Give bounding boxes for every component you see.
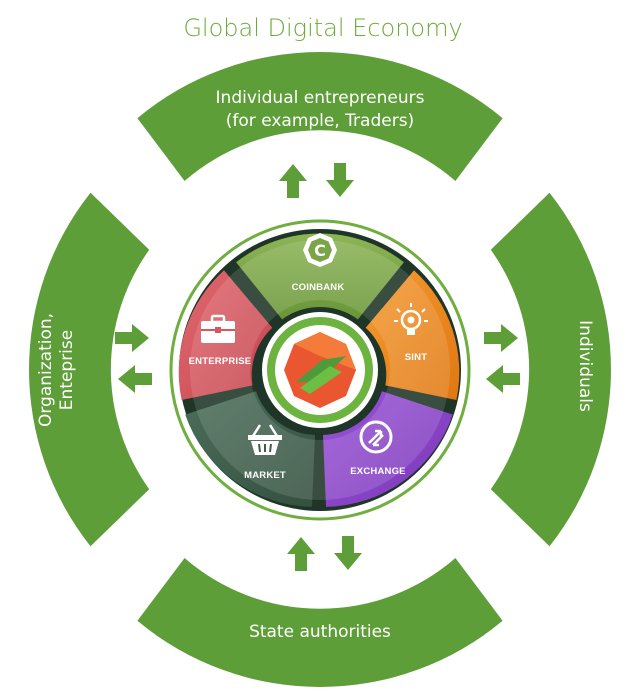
segment-coinbank[interactable] bbox=[236, 233, 404, 320]
coin-c-icon: C bbox=[303, 233, 337, 267]
band-top bbox=[137, 52, 503, 182]
shopping-basket-icon bbox=[248, 424, 282, 455]
central-wheel: C COINBANK SINT EXCHANGE bbox=[162, 212, 478, 528]
arrows-left bbox=[115, 324, 152, 393]
band-bottom bbox=[137, 558, 503, 687]
arrows-right bbox=[484, 324, 520, 393]
exchange-arrows-icon bbox=[359, 420, 393, 454]
svg-text:C: C bbox=[314, 241, 326, 260]
segment-exchange[interactable] bbox=[323, 391, 453, 507]
inner-shade-ring bbox=[190, 240, 450, 500]
band-right-label: Individuals bbox=[575, 320, 595, 412]
arrows-bottom bbox=[287, 536, 362, 571]
segment-sint[interactable] bbox=[365, 270, 460, 400]
band-top-line2: (for example, Traders) bbox=[226, 111, 414, 131]
band-left-line1: Organization, bbox=[36, 313, 56, 427]
arrow-right-icon bbox=[484, 324, 518, 352]
arrow-down-icon bbox=[326, 163, 354, 197]
briefcase-icon bbox=[201, 314, 235, 343]
diagram-title: Global Digital Economy bbox=[183, 14, 462, 42]
segment-market-label: MARKET bbox=[244, 470, 286, 481]
arrow-right-icon bbox=[115, 324, 149, 352]
segment-exchange-label: EXCHANGE bbox=[350, 466, 405, 477]
arrow-left-icon bbox=[118, 365, 152, 393]
arrow-down-icon bbox=[334, 536, 362, 570]
band-left-line2: Enteprise bbox=[57, 330, 77, 410]
segment-coinbank-label: COINBANK bbox=[292, 282, 345, 293]
band-left bbox=[29, 192, 150, 547]
s-logo-icon bbox=[284, 332, 356, 408]
arrow-up-icon bbox=[279, 164, 307, 198]
arrows-top bbox=[279, 163, 354, 198]
arrow-left-icon bbox=[486, 365, 520, 393]
arrow-up-icon bbox=[287, 537, 315, 571]
band-top-line1: Individual entrepreneurs bbox=[216, 88, 425, 108]
band-bottom-label: State authorities bbox=[249, 622, 391, 642]
lightbulb-gear-icon bbox=[394, 303, 428, 335]
segment-enterprise-label: ENTERPRISE bbox=[189, 356, 252, 367]
segment-sint-label: SINT bbox=[405, 352, 427, 363]
band-right bbox=[490, 192, 611, 547]
segment-market[interactable] bbox=[185, 391, 315, 507]
